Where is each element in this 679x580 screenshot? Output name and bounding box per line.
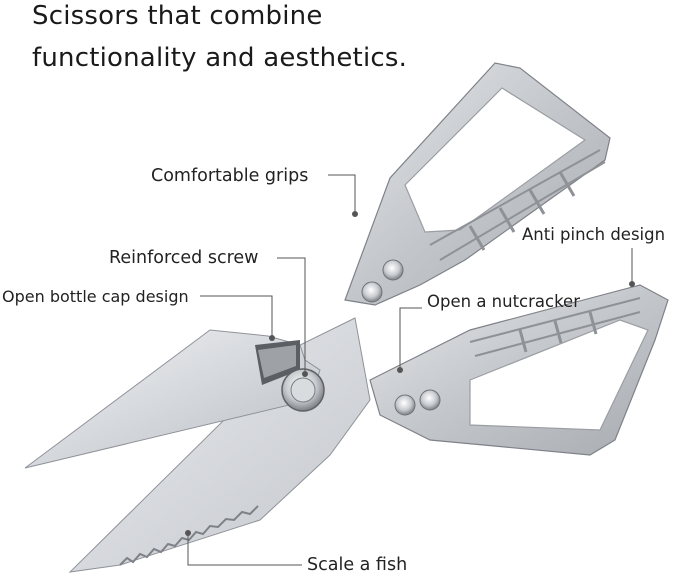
headline-line-1: Scissors that combine xyxy=(32,1,323,31)
callout-nutcracker: Open a nutcracker xyxy=(427,292,580,311)
callout-reinforced-screw: Reinforced screw xyxy=(109,248,259,268)
callout-anti-pinch: Anti pinch design xyxy=(522,225,666,244)
upper-rivet-2 xyxy=(361,281,383,303)
serrated-edge xyxy=(119,505,259,566)
lower-rivet-1 xyxy=(394,394,416,416)
callout-scale-fish: Scale a fish xyxy=(307,555,408,575)
lower-rivet-2 xyxy=(419,389,441,411)
upper-rivet-1 xyxy=(382,259,404,281)
upper-handle-opening xyxy=(404,87,587,233)
leader-lines xyxy=(187,174,633,566)
upper-grip-ridges xyxy=(429,149,606,261)
headline-line-2: functionality and aesthetics. xyxy=(32,43,408,73)
callout-open-bottle-cap: Open bottle cap design xyxy=(2,287,189,306)
leader-dots xyxy=(185,211,635,536)
callout-comfortable-grips: Comfortable grips xyxy=(151,166,309,186)
